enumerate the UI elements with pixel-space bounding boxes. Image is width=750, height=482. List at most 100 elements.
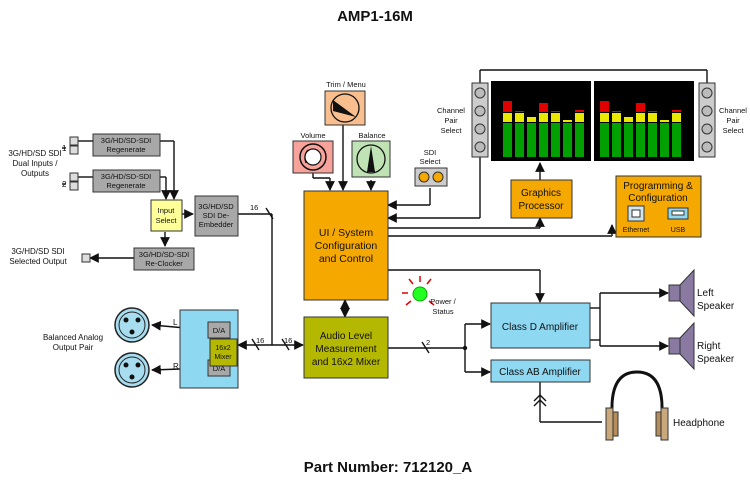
meter-bar-segment xyxy=(624,117,633,122)
input-select-block: Input Select xyxy=(150,199,183,232)
graphics-processor-block: Graphics Processor xyxy=(510,179,573,219)
meter-bar-segment xyxy=(672,110,681,112)
svg-text:D/A: D/A xyxy=(213,364,226,373)
trim-menu-knob-icon xyxy=(324,90,366,126)
meter-bar-segment xyxy=(515,113,524,122)
svg-text:Speaker: Speaker xyxy=(697,354,735,365)
da-mixer-block: D/A D/A 16x2 Mixer xyxy=(179,309,239,389)
trim-menu-label: Trim / Menu xyxy=(326,80,366,89)
svg-text:SDI De-: SDI De- xyxy=(203,211,230,220)
port-2-label: 2 xyxy=(62,180,67,189)
left-speaker-label: Left Speaker xyxy=(697,288,735,312)
bnc-connector-icon xyxy=(69,136,91,263)
xlr-connector-icon xyxy=(114,307,150,388)
usb-port-icon xyxy=(667,207,689,220)
usb-label: USB xyxy=(671,227,686,234)
meter-bar-segment xyxy=(515,111,524,112)
meter-bar-segment xyxy=(660,123,669,157)
svg-text:3G/HD/SD: 3G/HD/SD xyxy=(198,202,234,211)
volume-label: Volume xyxy=(300,131,325,140)
meter-bar-segment xyxy=(551,113,560,122)
sdi-select-label: SDI Select xyxy=(420,148,442,166)
programming-config-block: Programming & Configuration xyxy=(615,175,702,238)
svg-text:Balanced Analog: Balanced Analog xyxy=(43,333,103,342)
svg-text:Select: Select xyxy=(441,126,463,135)
selected-output-label: 3G/HD/SD SDI Selected Output xyxy=(9,247,67,266)
meter-bar-segment xyxy=(636,113,645,122)
meter-bar-segment xyxy=(539,123,548,157)
audio-level-mixer-block: Audio Level Measurement and 16x2 Mixer xyxy=(303,316,389,379)
meter-bar-segment xyxy=(515,123,524,157)
svg-text:Channel: Channel xyxy=(719,106,747,115)
meter-bar-segment xyxy=(612,123,621,157)
svg-text:Select: Select xyxy=(156,216,178,225)
regenerate-block-1: 3G/HD/SD-SDI Regenerate xyxy=(92,133,161,157)
svg-text:3G/HD/SD-SDI: 3G/HD/SD-SDI xyxy=(139,250,189,259)
regenerate-block-2: 3G/HD/SD-SDI Regenerate xyxy=(92,169,161,193)
channel-pair-select-label-right: Channel Pair Select xyxy=(719,106,747,135)
meter-bar-segment xyxy=(503,101,512,112)
svg-text:Channel: Channel xyxy=(437,106,465,115)
svg-text:Graphics: Graphics xyxy=(521,188,561,199)
meter-bar-segment xyxy=(539,103,548,112)
svg-text:and Control: and Control xyxy=(319,253,373,265)
headphone-icon xyxy=(605,370,669,441)
meter-bar-segment xyxy=(575,113,584,122)
svg-text:Output Pair: Output Pair xyxy=(53,343,94,352)
headphone-label: Headphone xyxy=(673,418,725,429)
meter-bar-segment xyxy=(660,120,669,122)
svg-text:Outputs: Outputs xyxy=(21,169,49,178)
volume-knob-icon xyxy=(292,140,334,174)
left-channel-label: L xyxy=(173,318,178,327)
meter-bar-segment xyxy=(648,111,657,112)
meter-bar-segment xyxy=(648,123,657,157)
bus-label-16: 16 xyxy=(250,203,258,212)
class-d-amplifier-block: Class D Amplifier xyxy=(490,302,591,349)
svg-text:Configuration: Configuration xyxy=(628,193,687,204)
svg-text:3G/HD/SD SDI: 3G/HD/SD SDI xyxy=(8,149,61,158)
svg-text:Processor: Processor xyxy=(518,201,564,212)
meter-bar-segment xyxy=(563,123,572,157)
svg-text:Pair: Pair xyxy=(726,116,740,125)
svg-text:Power /: Power / xyxy=(430,297,456,306)
svg-text:Left: Left xyxy=(697,288,714,299)
svg-text:Select: Select xyxy=(723,126,745,135)
svg-text:Measurement: Measurement xyxy=(315,344,376,355)
right-channel-label: R xyxy=(173,362,179,371)
meter-bar-segment xyxy=(600,123,609,157)
meter-bar-segment xyxy=(551,123,560,157)
meter-bar-segment xyxy=(527,123,536,157)
svg-text:Embedder: Embedder xyxy=(199,220,234,229)
svg-text:Programming &: Programming & xyxy=(623,181,693,192)
meter-bar-segment xyxy=(672,123,681,157)
analog-output-label: Balanced Analog Output Pair xyxy=(43,333,103,352)
speaker-icon xyxy=(668,321,695,371)
bus-label-2: 2 xyxy=(426,338,430,347)
ethernet-port-icon xyxy=(627,205,645,222)
speaker-icon xyxy=(668,268,695,318)
channel-pair-buttons-icon xyxy=(471,82,489,158)
svg-text:Input: Input xyxy=(158,206,176,215)
svg-text:Select: Select xyxy=(420,157,442,166)
svg-text:UI / System: UI / System xyxy=(319,227,374,239)
svg-text:Re-Clocker: Re-Clocker xyxy=(145,259,183,268)
part-number: Part Number: 712120_A xyxy=(304,459,473,476)
bus-label-16c: 16 xyxy=(284,336,292,345)
level-meter-display-right xyxy=(594,81,694,161)
right-speaker-label: Right Speaker xyxy=(697,341,735,365)
meter-bar-segment xyxy=(575,123,584,157)
balance-knob-icon xyxy=(351,140,391,178)
balance-label: Balance xyxy=(358,131,385,140)
svg-text:3G/HD/SD SDI: 3G/HD/SD SDI xyxy=(11,247,64,256)
svg-text:Status: Status xyxy=(432,307,454,316)
meter-bar-segment xyxy=(672,113,681,122)
svg-text:Dual Inputs /: Dual Inputs / xyxy=(13,159,59,168)
diagram-title: AMP1-16M xyxy=(337,8,413,25)
svg-text:3G/HD/SD-SDI: 3G/HD/SD-SDI xyxy=(101,172,151,181)
ui-system-control-block: UI / System Configuration and Control xyxy=(303,190,389,301)
power-status-led-icon xyxy=(402,276,435,306)
level-meter-display-left xyxy=(491,81,591,161)
svg-text:Class D Amplifier: Class D Amplifier xyxy=(502,322,579,333)
svg-text:D/A: D/A xyxy=(213,326,226,335)
